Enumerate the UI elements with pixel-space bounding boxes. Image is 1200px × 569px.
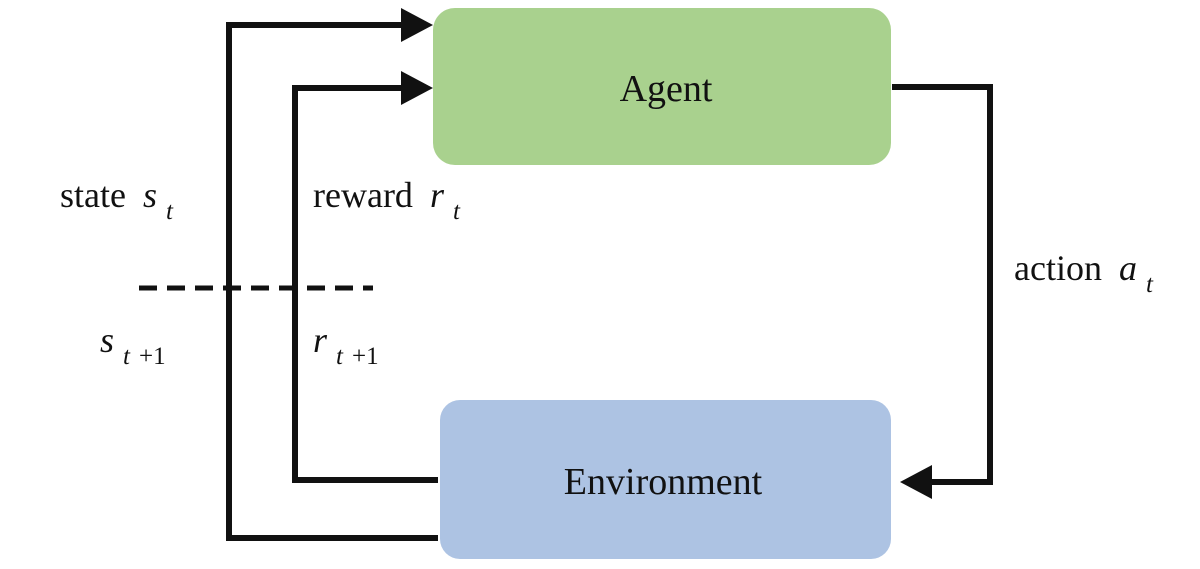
next-state-label: s t +1 <box>100 320 166 372</box>
action-word: action <box>1014 248 1102 288</box>
reward-label: reward r t <box>313 175 461 225</box>
state-edge <box>226 8 438 541</box>
action-line <box>892 84 993 485</box>
environment-node: Environment <box>440 400 891 559</box>
next-state-sub-rest: +1 <box>139 343 166 370</box>
state-arrowhead <box>401 8 433 42</box>
state-var: s <box>143 175 157 215</box>
action-var: a <box>1119 248 1137 288</box>
state-label: state s t <box>60 175 174 225</box>
state-word: state <box>60 175 126 215</box>
reward-line <box>292 85 438 483</box>
reward-arrowhead <box>401 71 433 105</box>
action-arrowhead <box>900 465 932 499</box>
agent-box <box>433 8 891 165</box>
agent-label: Agent <box>620 68 713 110</box>
next-state-sub-var: t <box>123 343 131 370</box>
agent-node: Agent <box>433 8 891 165</box>
environment-label: Environment <box>564 461 763 503</box>
state-line <box>226 22 438 541</box>
environment-box <box>440 400 891 559</box>
next-reward-sub-rest: +1 <box>352 343 379 370</box>
action-label: action a t <box>1014 248 1154 298</box>
next-reward-sub-var: t <box>336 343 344 370</box>
action-edge <box>892 84 993 499</box>
action-sub: t <box>1146 271 1154 298</box>
next-reward-label: r t +1 <box>313 320 379 372</box>
reward-word: reward <box>313 175 413 215</box>
next-reward-var: r <box>313 320 328 360</box>
reward-edge <box>292 71 438 483</box>
next-state-var: s <box>100 320 114 360</box>
state-sub: t <box>166 198 174 225</box>
reward-var: r <box>430 175 445 215</box>
reward-sub: t <box>453 198 461 225</box>
